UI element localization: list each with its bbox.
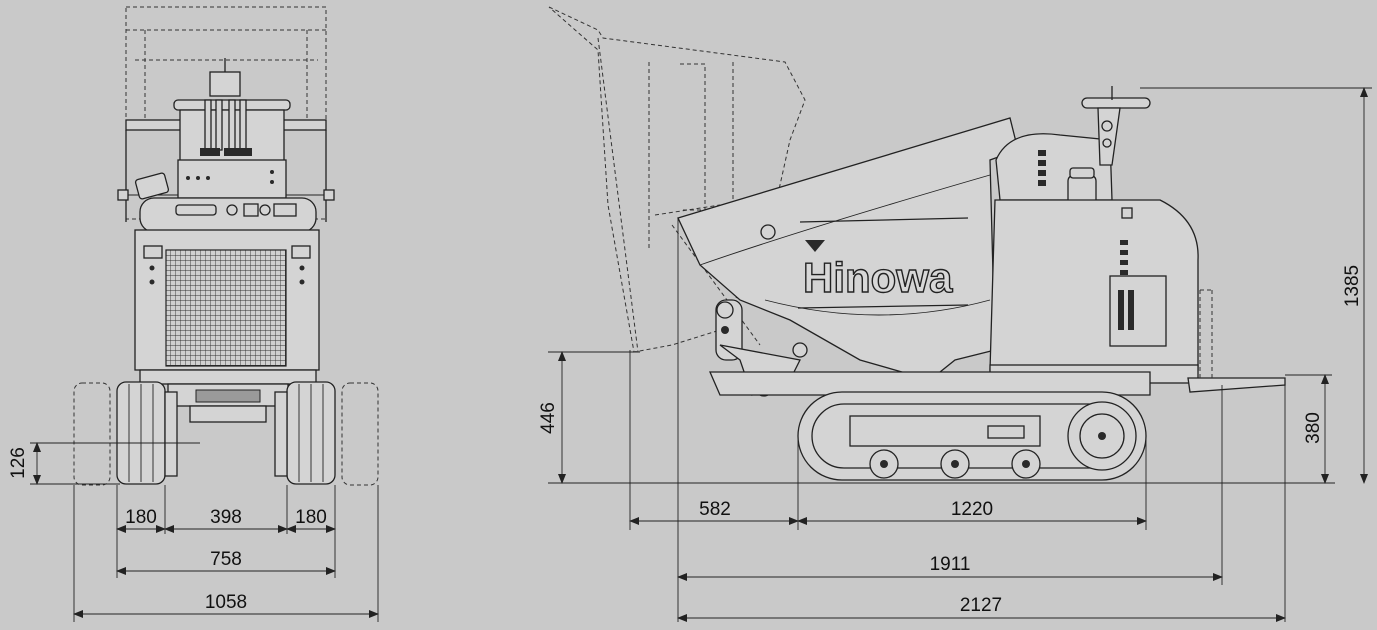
front-track-left: [116, 381, 178, 485]
dim-ground-clearance: 126: [8, 447, 29, 479]
dim-track-gap: 398: [210, 507, 242, 528]
dim-front-overhang: 582: [699, 499, 731, 520]
side-bucket: Hinowa: [677, 117, 1019, 381]
front-dimension-lines: [30, 442, 379, 622]
radiator-grille: [165, 249, 287, 367]
dim-track-length: 1220: [951, 499, 993, 520]
dim-length-without-platform: 1911: [930, 554, 971, 575]
dim-track-gauge-outer: 758: [210, 549, 242, 570]
hinowa-logo: Hinowa: [802, 240, 954, 302]
dim-overall-length: 2127: [960, 595, 1002, 616]
side-driver-handle: [1081, 86, 1151, 219]
side-engine-housing: [989, 133, 1199, 384]
dim-overall-width: 1058: [205, 592, 247, 613]
dim-tip-height: 446: [538, 402, 559, 434]
side-vent-slots: [1118, 240, 1134, 330]
dim-track-width-right: 180: [295, 507, 327, 528]
front-engine-housing: [134, 197, 320, 371]
front-undercarriage: [139, 369, 317, 423]
front-track-right: [274, 381, 336, 485]
side-track: [797, 391, 1147, 481]
side-bucket-tipped-outline: [548, 6, 806, 353]
svg-text:Hinowa: Hinowa: [803, 254, 953, 301]
dim-track-width-left: 180: [125, 507, 157, 528]
side-chassis: [709, 371, 1151, 396]
front-tracks-extended-outline: [73, 382, 379, 486]
side-rear-platform: [1187, 289, 1286, 393]
dim-platform-height: 380: [1303, 412, 1324, 444]
front-view: 126 180 398 180 758 1058: [8, 6, 379, 622]
side-view: Hinowa: [538, 6, 1372, 622]
dim-overall-height: 1385: [1342, 265, 1363, 307]
front-fuel-cap: [134, 172, 170, 200]
front-control-panel: [173, 58, 291, 199]
side-dimension-lines: [548, 87, 1372, 622]
